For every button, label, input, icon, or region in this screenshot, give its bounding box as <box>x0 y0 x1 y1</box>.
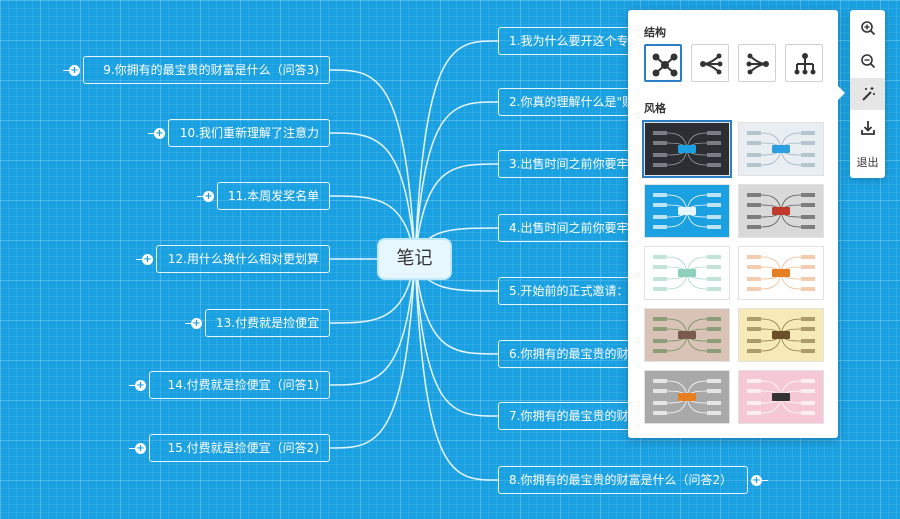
theme-swatch-9[interactable] <box>644 370 730 424</box>
root-node[interactable]: 笔记 <box>377 238 452 280</box>
theme-swatch-6[interactable] <box>738 246 824 300</box>
connector-left-9 <box>329 69 416 260</box>
theme-swatch-8[interactable] <box>738 308 824 362</box>
structure-both-button[interactable] <box>644 44 682 82</box>
export-button[interactable] <box>850 112 885 144</box>
branch-node-4[interactable]: 4.出售时间之前你要牢记 <box>498 214 638 242</box>
structure-right-button[interactable] <box>738 44 776 82</box>
theme-swatch-10[interactable] <box>738 370 824 424</box>
structure-right-icon <box>746 53 769 75</box>
style-panel: 结构 <box>628 10 838 438</box>
branch-node-6[interactable]: 6.你拥有的最宝贵的财富是什么 <box>498 340 638 368</box>
connector-right-7 <box>414 258 499 417</box>
expand-node-8-icon[interactable]: + <box>751 475 768 486</box>
theme-swatch-1[interactable] <box>642 120 732 178</box>
branch-node-8[interactable]: 8.你拥有的最宝贵的财富是什么（问答2） <box>498 466 748 494</box>
expand-node-14-icon[interactable]: + <box>129 380 146 391</box>
branch-node-15[interactable]: 15.付费就是捡便宜（问答2) <box>149 434 330 462</box>
panel-pointer <box>838 86 845 100</box>
theme-swatch-5[interactable] <box>644 246 730 300</box>
expand-node-9-icon[interactable]: + <box>63 65 80 76</box>
branch-node-3[interactable]: 3.出售时间之前你要牢记 <box>498 150 638 178</box>
connector-right-8 <box>414 258 499 481</box>
theme-swatch-2[interactable] <box>738 122 824 176</box>
structure-org-icon <box>794 53 816 75</box>
theme-button[interactable] <box>850 78 885 110</box>
zoom-in-icon <box>860 21 875 36</box>
expand-node-11-icon[interactable]: + <box>197 191 214 202</box>
connector-left-14 <box>329 258 416 386</box>
connector-right-1 <box>414 40 499 260</box>
branch-node-11[interactable]: 11.本周发奖名单 <box>217 182 330 210</box>
branch-node-5[interactable]: 5.开始前的正式邀请： <box>498 277 638 305</box>
connector-left-15 <box>329 258 416 449</box>
structure-both-icon <box>652 53 678 77</box>
style-title: 风格 <box>644 102 666 115</box>
expand-node-13-icon[interactable]: + <box>185 318 202 329</box>
download-icon <box>860 121 875 135</box>
branch-node-7[interactable]: 7.你拥有的最宝贵的财富是什么 <box>498 402 638 430</box>
theme-swatch-4[interactable] <box>738 184 824 238</box>
theme-swatch-3[interactable] <box>644 184 730 238</box>
branch-node-9[interactable]: 9.你拥有的最宝贵的财富是什么（问答3) <box>83 56 330 84</box>
structure-left-icon <box>700 53 723 75</box>
right-toolbar: 退出 <box>850 10 885 178</box>
zoom-out-icon <box>860 54 875 69</box>
connector-left-10 <box>329 132 416 260</box>
theme-swatch-7[interactable] <box>644 308 730 362</box>
branch-node-12[interactable]: 12.用什么换什么相对更划算 <box>156 245 330 273</box>
branch-node-1[interactable]: 1.我为什么要开这个专栏 <box>498 27 638 55</box>
connector-right-3 <box>414 163 499 260</box>
branch-node-2[interactable]: 2.你真的理解什么是"财富" <box>498 88 638 116</box>
structure-left-button[interactable] <box>691 44 729 82</box>
branch-node-14[interactable]: 14.付费就是捡便宜（问答1) <box>149 371 330 399</box>
structure-title: 结构 <box>644 26 666 39</box>
expand-node-15-icon[interactable]: + <box>129 443 146 454</box>
branch-node-13[interactable]: 13.付费就是捡便宜 <box>205 309 330 337</box>
exit-button[interactable]: 退出 <box>856 156 879 169</box>
zoom-in-button[interactable] <box>850 12 885 44</box>
connector-right-2 <box>414 101 499 260</box>
expand-node-12-icon[interactable]: + <box>136 254 153 265</box>
magic-wand-icon <box>861 87 875 101</box>
expand-node-10-icon[interactable]: + <box>148 128 165 139</box>
branch-node-10[interactable]: 10.我们重新理解了注意力 <box>168 119 330 147</box>
zoom-out-button[interactable] <box>850 45 885 77</box>
connector-right-6 <box>414 258 499 355</box>
structure-org-button[interactable] <box>785 44 823 82</box>
